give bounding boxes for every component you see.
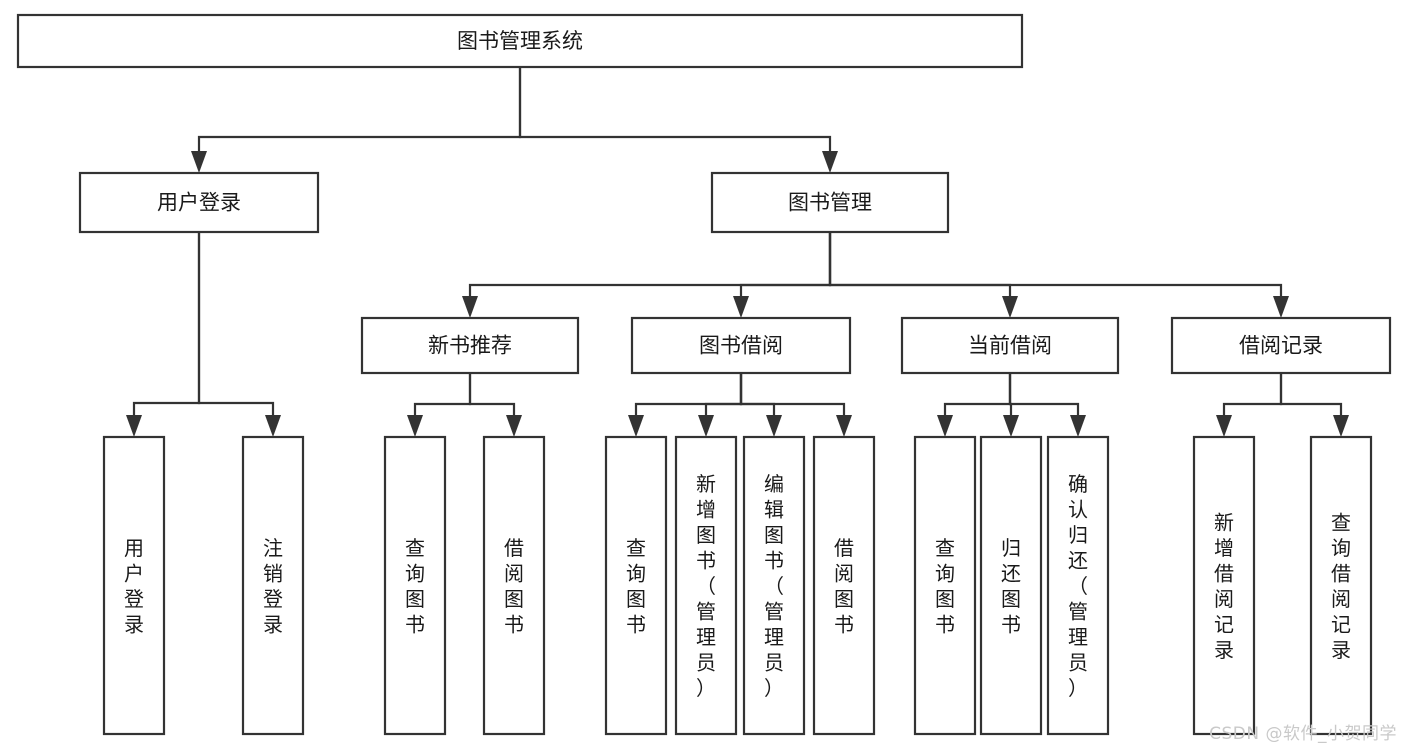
node-book-management[interactable]: 图书管理	[710, 171, 950, 234]
node-borrow-record[interactable]: 借阅记录	[1170, 316, 1392, 375]
node-label: 查询图书	[626, 536, 646, 637]
node-leaf-user-login[interactable]: 用户登录	[102, 435, 166, 736]
arrow-head-icon	[462, 296, 478, 318]
arrow-head-icon	[733, 296, 749, 318]
node-current-borrow[interactable]: 当前借阅	[900, 316, 1120, 375]
connector-root-to-book-management	[518, 67, 838, 173]
connector-book-borrow-to-leaf-borrow-book-2	[739, 373, 852, 437]
connector-current-borrow-to-leaf-confirm-return	[1008, 373, 1086, 437]
node-label: 查询借阅记录	[1331, 510, 1351, 662]
node-leaf-query-borrow-record[interactable]: 查询借阅记录	[1309, 435, 1373, 736]
arrow-head-icon	[126, 415, 142, 437]
node-new-book-recommend[interactable]: 新书推荐	[360, 316, 580, 375]
node-label: 新增借阅记录	[1214, 510, 1234, 662]
node-leaf-query-book-3[interactable]: 查询图书	[913, 435, 977, 736]
node-label: 当前借阅	[968, 334, 1052, 358]
arrow-head-icon	[766, 415, 782, 437]
arrow-head-icon	[265, 415, 281, 437]
connector-current-borrow-to-leaf-query-book-3	[937, 373, 1012, 437]
node-leaf-edit-book[interactable]: 编辑图书（管理员）	[742, 435, 806, 736]
connector-root-to-user-login	[191, 67, 522, 173]
arrow-head-icon	[191, 151, 207, 173]
connector-new-book-recommend-to-leaf-query-book-1	[407, 373, 472, 437]
arrow-head-icon	[1273, 296, 1289, 318]
node-leaf-query-book-1[interactable]: 查询图书	[383, 435, 447, 736]
node-label: 注销登录	[263, 536, 283, 637]
arrow-head-icon	[506, 415, 522, 437]
node-label: 新增图书（管理员）	[696, 472, 716, 700]
node-book-borrow[interactable]: 图书借阅	[630, 316, 852, 375]
arrow-head-icon	[628, 415, 644, 437]
node-label: 图书管理系统	[457, 29, 583, 53]
connector-layer	[126, 67, 1349, 437]
node-leaf-query-book-2[interactable]: 查询图书	[604, 435, 668, 736]
node-layer: 图书管理系统用户登录图书管理新书推荐图书借阅当前借阅借阅记录用户登录注销登录查询…	[16, 13, 1392, 736]
node-leaf-add-book[interactable]: 新增图书（管理员）	[674, 435, 738, 736]
connector-new-book-recommend-to-leaf-borrow-book-1	[468, 373, 522, 437]
connector-borrow-record-to-leaf-add-borrow-record	[1216, 373, 1283, 437]
connector-book-management-to-current-borrow	[828, 232, 1018, 318]
node-root[interactable]: 图书管理系统	[16, 13, 1024, 69]
node-label: 用户登录	[124, 536, 144, 637]
node-label: 借阅图书	[504, 536, 524, 637]
arrow-head-icon	[937, 415, 953, 437]
arrow-head-icon	[1070, 415, 1086, 437]
node-label: 图书借阅	[699, 334, 783, 358]
node-label: 确认归还（管理员）	[1068, 472, 1088, 700]
node-label: 借阅记录	[1239, 334, 1323, 358]
node-leaf-confirm-return[interactable]: 确认归还（管理员）	[1046, 435, 1110, 736]
node-leaf-return-book[interactable]: 归还图书	[979, 435, 1043, 736]
connector-book-management-to-new-book-recommend	[462, 232, 832, 318]
arrow-head-icon	[698, 415, 714, 437]
node-label: 借阅图书	[834, 536, 854, 637]
arrow-head-icon	[1002, 296, 1018, 318]
node-leaf-add-borrow-record[interactable]: 新增借阅记录	[1192, 435, 1256, 736]
node-leaf-borrow-book-2[interactable]: 借阅图书	[812, 435, 876, 736]
node-label: 编辑图书（管理员）	[764, 472, 784, 700]
connector-book-management-to-borrow-record	[828, 232, 1289, 318]
node-label: 归还图书	[1001, 536, 1021, 637]
node-label: 图书管理	[788, 191, 872, 215]
node-user-login[interactable]: 用户登录	[78, 171, 320, 234]
node-label: 查询图书	[935, 536, 955, 637]
arrow-head-icon	[407, 415, 423, 437]
node-label: 用户登录	[157, 191, 241, 215]
connector-user-login-to-leaf-user-logout	[197, 232, 281, 437]
connector-user-login-to-leaf-user-login	[126, 232, 201, 437]
arrow-head-icon	[822, 151, 838, 173]
arrow-head-icon	[836, 415, 852, 437]
node-leaf-borrow-book-1[interactable]: 借阅图书	[482, 435, 546, 736]
node-label: 新书推荐	[428, 334, 512, 358]
connector-borrow-record-to-leaf-query-borrow-record	[1279, 373, 1349, 437]
node-label: 查询图书	[405, 536, 425, 637]
arrow-head-icon	[1333, 415, 1349, 437]
node-leaf-user-logout[interactable]: 注销登录	[241, 435, 305, 736]
arrow-head-icon	[1216, 415, 1232, 437]
connector-book-management-to-book-borrow	[733, 232, 832, 318]
arrow-head-icon	[1003, 415, 1019, 437]
